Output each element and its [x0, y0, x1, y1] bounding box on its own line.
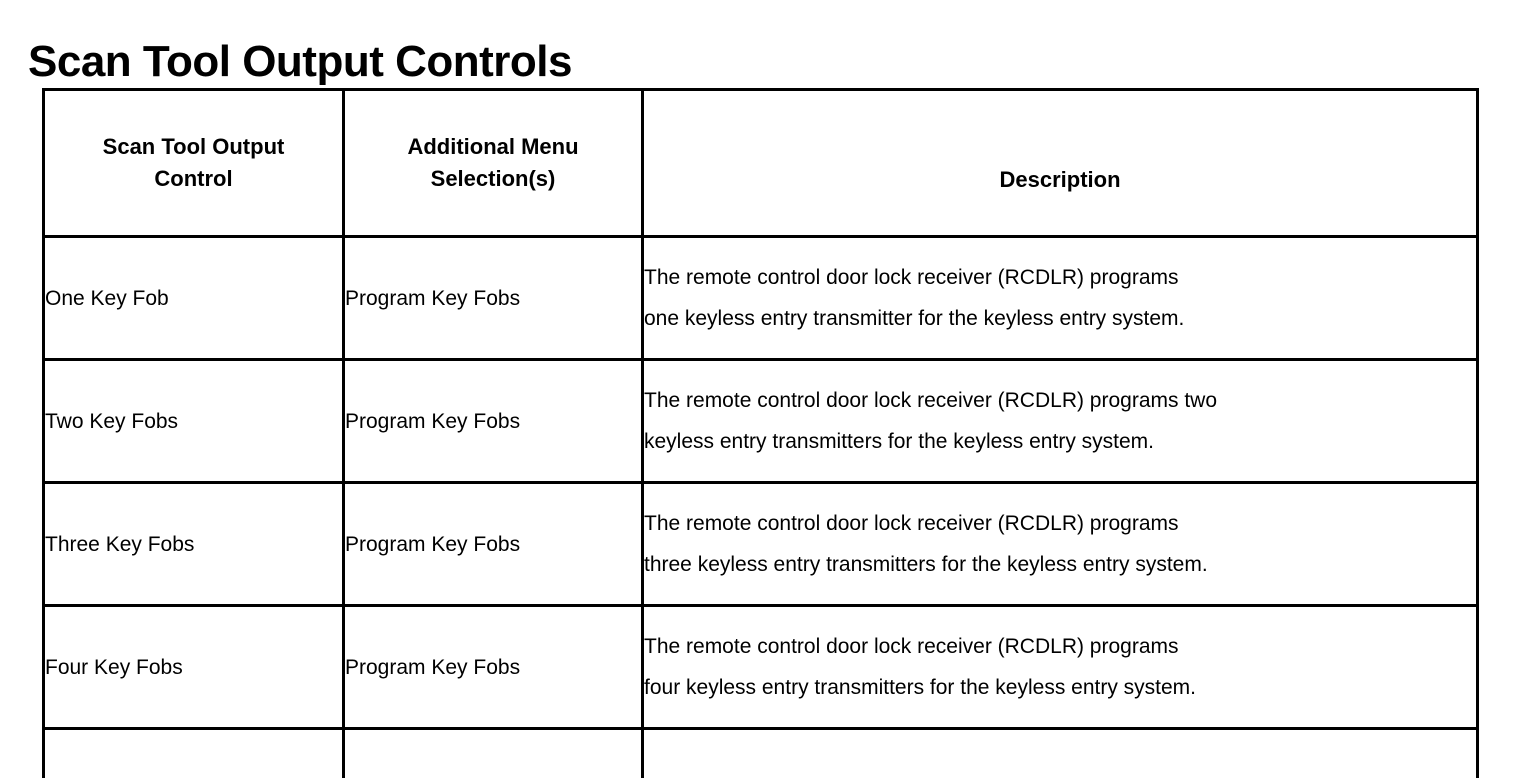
column-header-line: Control: [55, 163, 332, 195]
table-row: Four Key Fobs Program Key Fobs The remot…: [44, 606, 1478, 729]
description-line: keyless entry transmitters for the keyle…: [644, 421, 1476, 462]
cell-additional-menu-selection: [344, 729, 643, 778]
column-header-line: Additional Menu: [355, 131, 631, 163]
description-line: four keyless entry transmitters for the …: [644, 667, 1476, 708]
cell-additional-menu-selection: Program Key Fobs: [344, 483, 643, 606]
cell-additional-menu-selection: Program Key Fobs: [344, 606, 643, 729]
cell-description: The remote control door lock receiver (R…: [643, 606, 1478, 729]
table-header-row: Scan Tool Output Control Additional Menu…: [44, 90, 1478, 237]
column-header-line: Scan Tool Output: [55, 131, 332, 163]
page-root: Scan Tool Output Controls Scan Tool Outp…: [0, 0, 1520, 698]
column-header-scan-tool-output-control: Scan Tool Output Control: [44, 90, 344, 237]
cell-additional-menu-selection: Program Key Fobs: [344, 237, 643, 360]
cell-scan-tool-output-control: [44, 729, 344, 778]
cell-description: The remote control door lock receiver (R…: [643, 360, 1478, 483]
cell-description: The remote control door lock receiver (R…: [643, 237, 1478, 360]
description-line: one keyless entry transmitter for the ke…: [644, 298, 1476, 339]
table-header: Scan Tool Output Control Additional Menu…: [44, 90, 1478, 237]
cell-scan-tool-output-control: One Key Fob: [44, 237, 344, 360]
cell-description: The remote control door lock receiver (R…: [643, 483, 1478, 606]
table-row-partial-cropped: [44, 729, 1478, 778]
table-row: Two Key Fobs Program Key Fobs The remote…: [44, 360, 1478, 483]
description-line: The remote control door lock receiver (R…: [644, 380, 1476, 421]
cell-scan-tool-output-control: Two Key Fobs: [44, 360, 344, 483]
description-line: three keyless entry transmitters for the…: [644, 544, 1476, 585]
table-row: Three Key Fobs Program Key Fobs The remo…: [44, 483, 1478, 606]
description-line: The remote control door lock receiver (R…: [644, 503, 1476, 544]
column-header-description: Description: [643, 90, 1478, 237]
page-title: Scan Tool Output Controls: [28, 35, 572, 89]
table-body: One Key Fob Program Key Fobs The remote …: [44, 237, 1478, 778]
column-header-additional-menu-selections: Additional Menu Selection(s): [344, 90, 643, 237]
cell-additional-menu-selection: Program Key Fobs: [344, 360, 643, 483]
description-line: The remote control door lock receiver (R…: [644, 626, 1476, 667]
table-row: One Key Fob Program Key Fobs The remote …: [44, 237, 1478, 360]
cell-description: [643, 729, 1478, 778]
scan-tool-output-controls-table-wrap: Scan Tool Output Control Additional Menu…: [42, 88, 1476, 778]
column-header-line: Selection(s): [355, 163, 631, 195]
description-line: The remote control door lock receiver (R…: [644, 257, 1476, 298]
column-header-line: Description: [654, 164, 1466, 196]
cell-scan-tool-output-control: Three Key Fobs: [44, 483, 344, 606]
cell-scan-tool-output-control: Four Key Fobs: [44, 606, 344, 729]
scan-tool-output-controls-table: Scan Tool Output Control Additional Menu…: [42, 88, 1479, 778]
